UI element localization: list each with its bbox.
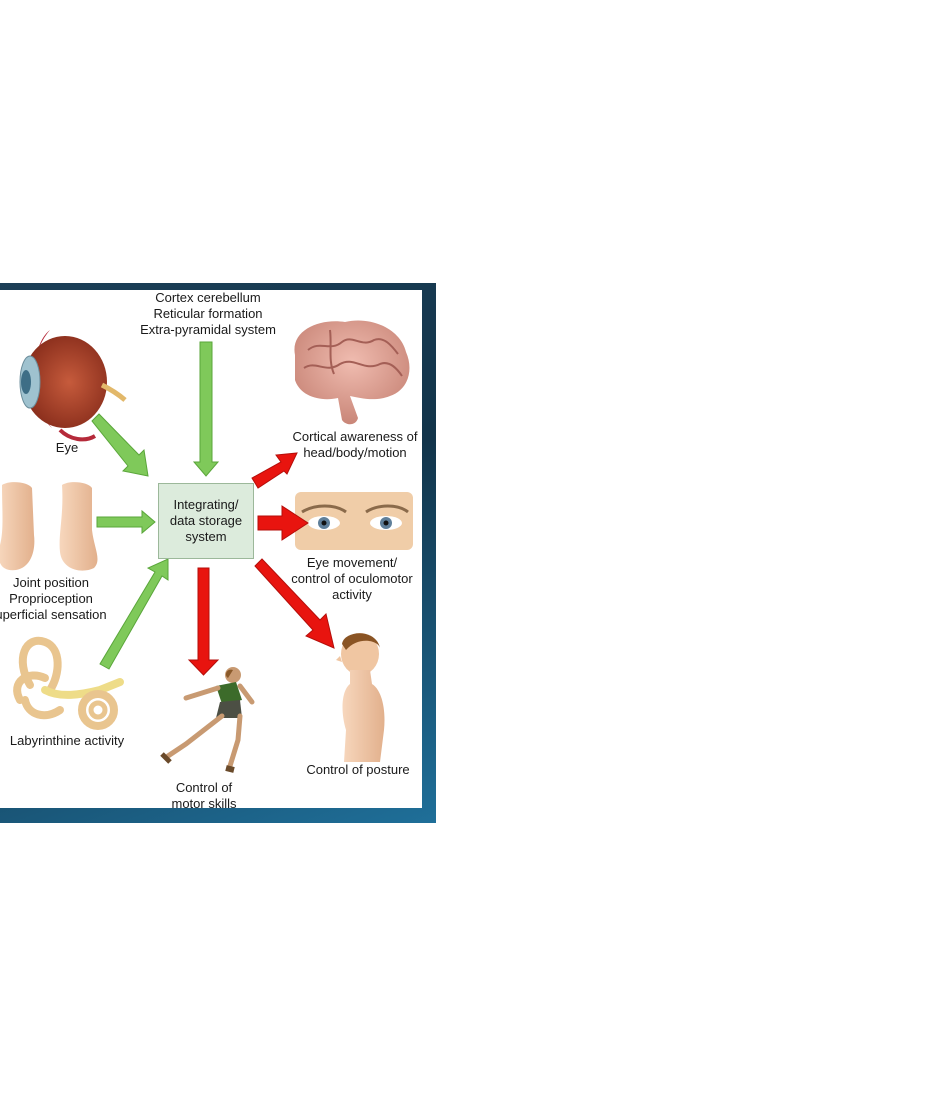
motor-skills-label: Control of motor skills — [171, 780, 237, 808]
feet-icon — [0, 482, 98, 571]
inner-ear-icon — [13, 636, 124, 730]
top-input-label: Cortex cerebellum Reticular formation Ex… — [140, 290, 276, 337]
eye-icon — [19, 330, 127, 442]
input-arrow-labyrinth — [99, 558, 169, 670]
eye-label: Eye — [55, 440, 79, 455]
joint-label: Joint position Proprioception uperficial… — [0, 575, 107, 622]
torso-icon — [336, 633, 385, 762]
diagram-graphics — [0, 320, 413, 773]
cortical-awareness-label: Cortical awareness of head/body/motion — [292, 429, 418, 460]
brain-icon — [294, 320, 410, 425]
integrating-system-box: Integrating/ data storage system — [158, 483, 254, 559]
runner-icon — [160, 667, 255, 773]
labyrinth-label: Labyrinthine activity — [9, 733, 125, 748]
input-arrow-top — [192, 341, 220, 477]
eye-movement-label: Eye movement/ control of oculomotor acti… — [291, 555, 413, 602]
diagram-panel: Cortex cerebellum Reticular formation Ex… — [0, 290, 422, 808]
output-arrow-motor — [187, 567, 220, 676]
posture-label: Control of posture — [306, 762, 410, 777]
eyes-face-icon — [295, 492, 413, 550]
output-arrow-eyes — [257, 505, 309, 541]
output-arrow-posture — [254, 558, 335, 649]
input-arrow-joint — [96, 509, 156, 535]
input-arrow-eye — [91, 413, 149, 477]
output-arrow-brain — [251, 452, 298, 489]
